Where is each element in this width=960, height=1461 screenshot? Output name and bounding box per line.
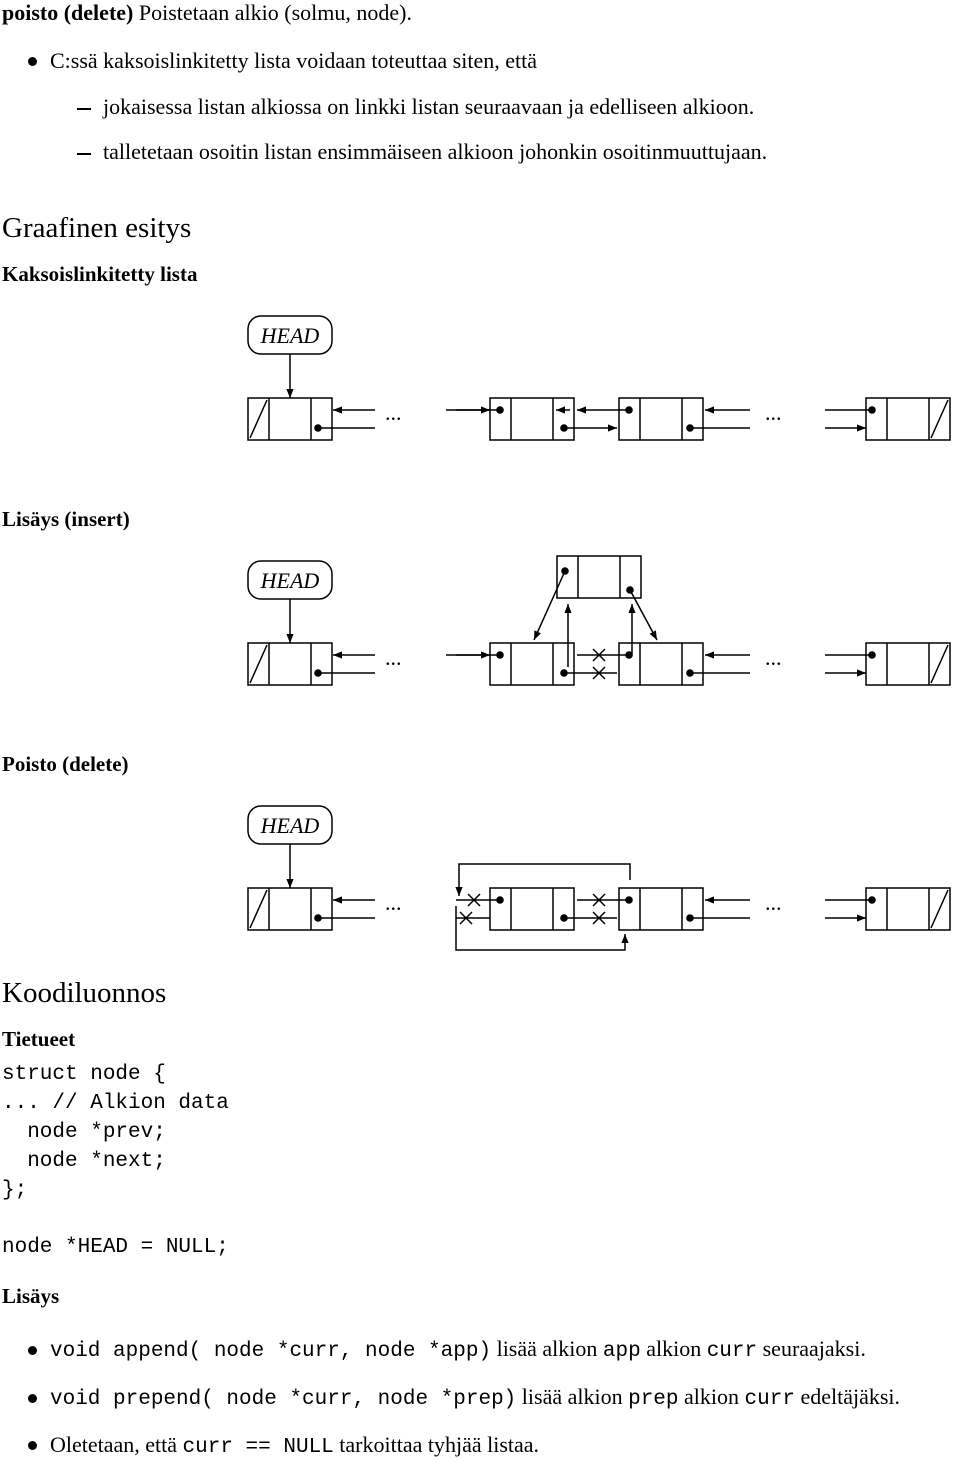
struct-code-2: ... // Alkion data [2, 1092, 229, 1115]
cross-mark [592, 666, 606, 680]
intro-bullet: C:ssä kaksoislinkitetty lista voidaan to… [50, 48, 537, 73]
list-node [865, 642, 951, 686]
cross-mark [459, 911, 473, 925]
prepend-item: void prepend( node *curr, node *prep) li… [50, 1384, 901, 1411]
list-node [865, 887, 951, 931]
cross-mark [592, 911, 606, 925]
ellipsis-label: ... [385, 645, 402, 670]
dash-icon [77, 108, 91, 110]
list-node [247, 887, 333, 931]
bullet-icon [28, 1394, 37, 1403]
graphic-heading: Graafinen esitys [2, 212, 192, 244]
cross-mark [592, 648, 606, 662]
struct-code-3: node *prev; [2, 1121, 166, 1144]
null-slash [249, 399, 268, 439]
append-item: void append( node *curr, node *app) lisä… [50, 1336, 866, 1363]
head-label: HEAD [260, 813, 320, 838]
list-node [618, 887, 704, 931]
list-node [489, 887, 575, 931]
list-subheading: Kaksoislinkitetty lista [2, 262, 198, 286]
null-slash [930, 644, 949, 684]
bullet-icon [28, 57, 37, 66]
pointer-arrow [629, 589, 658, 641]
bullet-icon [28, 1441, 37, 1450]
ellipsis-label: ... [765, 645, 782, 670]
head-declaration: node *HEAD = NULL; [2, 1236, 229, 1259]
struct-code-5: }; [2, 1179, 28, 1202]
linked-list-diagrams: HEAD...... HEAD...... HEAD...... [247, 315, 951, 951]
intro-dash-1: jokaisessa listan alkiossa on linkki lis… [103, 94, 755, 119]
list-node [618, 397, 704, 441]
insert-heading: Lisäys [2, 1284, 60, 1308]
list-node [247, 642, 333, 686]
list-node [247, 397, 333, 441]
struct-code-1: struct node { [2, 1063, 166, 1086]
intro-dash-2: talletetaan osoitin listan ensimmäiseen … [103, 139, 768, 164]
delete-description: Poistetaan alkio (solmu, node). [138, 0, 412, 25]
head-label: HEAD [260, 568, 320, 593]
intro-line: poisto (delete) Poistetaan alkio (solmu,… [2, 0, 412, 26]
ellipsis-label: ... [385, 400, 402, 425]
delete-subheading: Poisto (delete) [2, 752, 129, 776]
bullet-icon [28, 1346, 37, 1355]
null-slash [930, 399, 949, 439]
pointer-arrow [533, 570, 566, 641]
struct-code-4: node *next; [2, 1150, 166, 1173]
delete-term: poisto (delete) [2, 0, 134, 25]
list-node [489, 642, 575, 686]
ellipsis-label: ... [385, 890, 402, 915]
ellipsis-label: ... [765, 890, 782, 915]
cross-mark [467, 893, 481, 907]
prepend-signature: void prepend( node *curr, node *prep) [50, 1388, 517, 1411]
null-slash [930, 889, 949, 929]
append-signature: void append( node *curr, node *app) [50, 1340, 492, 1363]
head-label: HEAD [260, 323, 320, 348]
code-heading: Koodiluonnos [2, 977, 167, 1009]
cross-mark [592, 893, 606, 907]
empty-list-note: Oletetaan, että curr == NULL tarkoittaa … [50, 1432, 540, 1459]
list-node [865, 397, 951, 441]
bypass-link [455, 906, 629, 951]
null-slash [249, 644, 268, 684]
null-slash [249, 889, 268, 929]
list-node [489, 397, 575, 441]
ellipsis-label: ... [765, 400, 782, 425]
list-node [556, 555, 642, 599]
bypass-link [455, 863, 631, 896]
insert-subheading: Lisäys (insert) [2, 507, 130, 531]
dash-icon [77, 153, 91, 155]
records-heading: Tietueet [2, 1027, 76, 1051]
list-node [618, 642, 704, 686]
